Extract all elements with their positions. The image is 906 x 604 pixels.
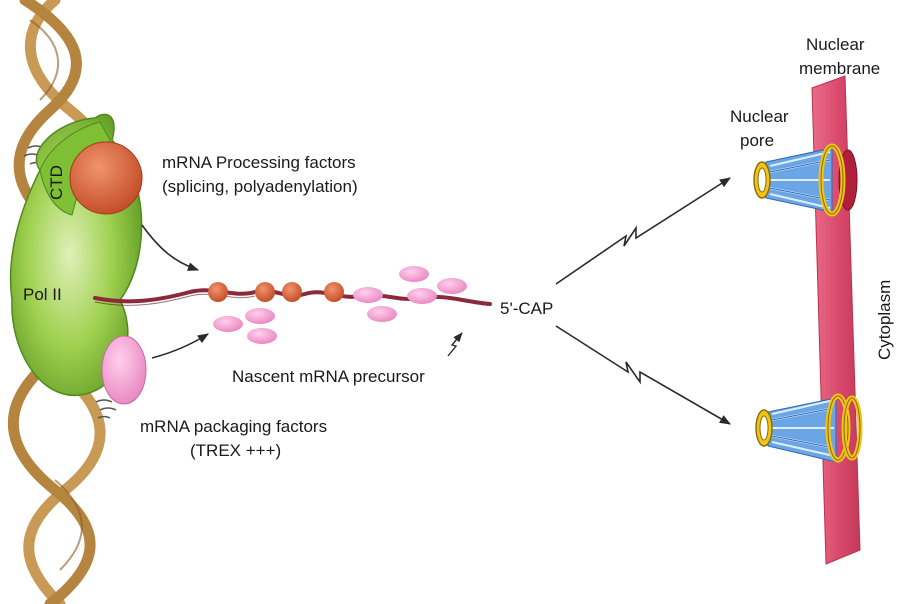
- cap-label: 5'-CAP: [500, 299, 553, 318]
- mrna-bead: [282, 282, 302, 302]
- nuclear-membrane-sublabel: membrane: [799, 59, 880, 78]
- packaging-factors-label: mRNA packaging factors: [140, 417, 327, 436]
- packaging-factors-sublabel: (TREX +++): [190, 441, 281, 460]
- processing-factors-sublabel: (splicing, polyadenylation): [162, 177, 358, 196]
- mrna-packaging-protein: [247, 328, 277, 344]
- nascent-pointer: [447, 332, 463, 357]
- mrna-packaging-protein: [353, 287, 383, 303]
- cytoplasm-label: Cytoplasm: [875, 280, 894, 360]
- mrna-packaging-protein: [399, 266, 429, 282]
- processing-arrow: [141, 224, 200, 271]
- mrna-bead: [324, 282, 344, 302]
- dna-strand-lower-b: [7, 364, 96, 604]
- mrna-packaging-protein: [245, 308, 275, 324]
- mrna-packaging-protein: [367, 306, 397, 322]
- processing-factors-label: mRNA Processing factors: [162, 153, 356, 172]
- nascent-mrna: [93, 266, 492, 344]
- nuclear-pore-sublabel: pore: [740, 131, 774, 150]
- mrna-bead: [208, 282, 228, 302]
- export-arrow-upper: [555, 177, 731, 285]
- packaging-factor-oval: [101, 335, 147, 405]
- nuclear-pore-lower: [755, 393, 863, 463]
- mrna-packaging-protein: [407, 288, 437, 304]
- packaging-arrow: [151, 333, 209, 359]
- pol2-label: Pol II: [23, 285, 62, 304]
- processing-factor-sphere: [69, 141, 143, 215]
- mrna-packaging-protein: [213, 316, 243, 332]
- nuclear-pore-label: Nuclear: [730, 107, 789, 126]
- ctd-label: CTD: [47, 165, 66, 200]
- nascent-mrna-label: Nascent mRNA precursor: [232, 367, 425, 386]
- export-arrows: [555, 177, 731, 425]
- nuclear-pore-upper: [753, 143, 858, 217]
- dna-strand-lower-a: [23, 364, 106, 604]
- mrna-bead: [255, 282, 275, 302]
- nuclear-membrane-label: Nuclear: [806, 35, 865, 54]
- dna-strand-upper-b: [13, 0, 82, 236]
- export-arrow-lower: [555, 325, 731, 425]
- mrna-packaging-protein: [437, 278, 467, 294]
